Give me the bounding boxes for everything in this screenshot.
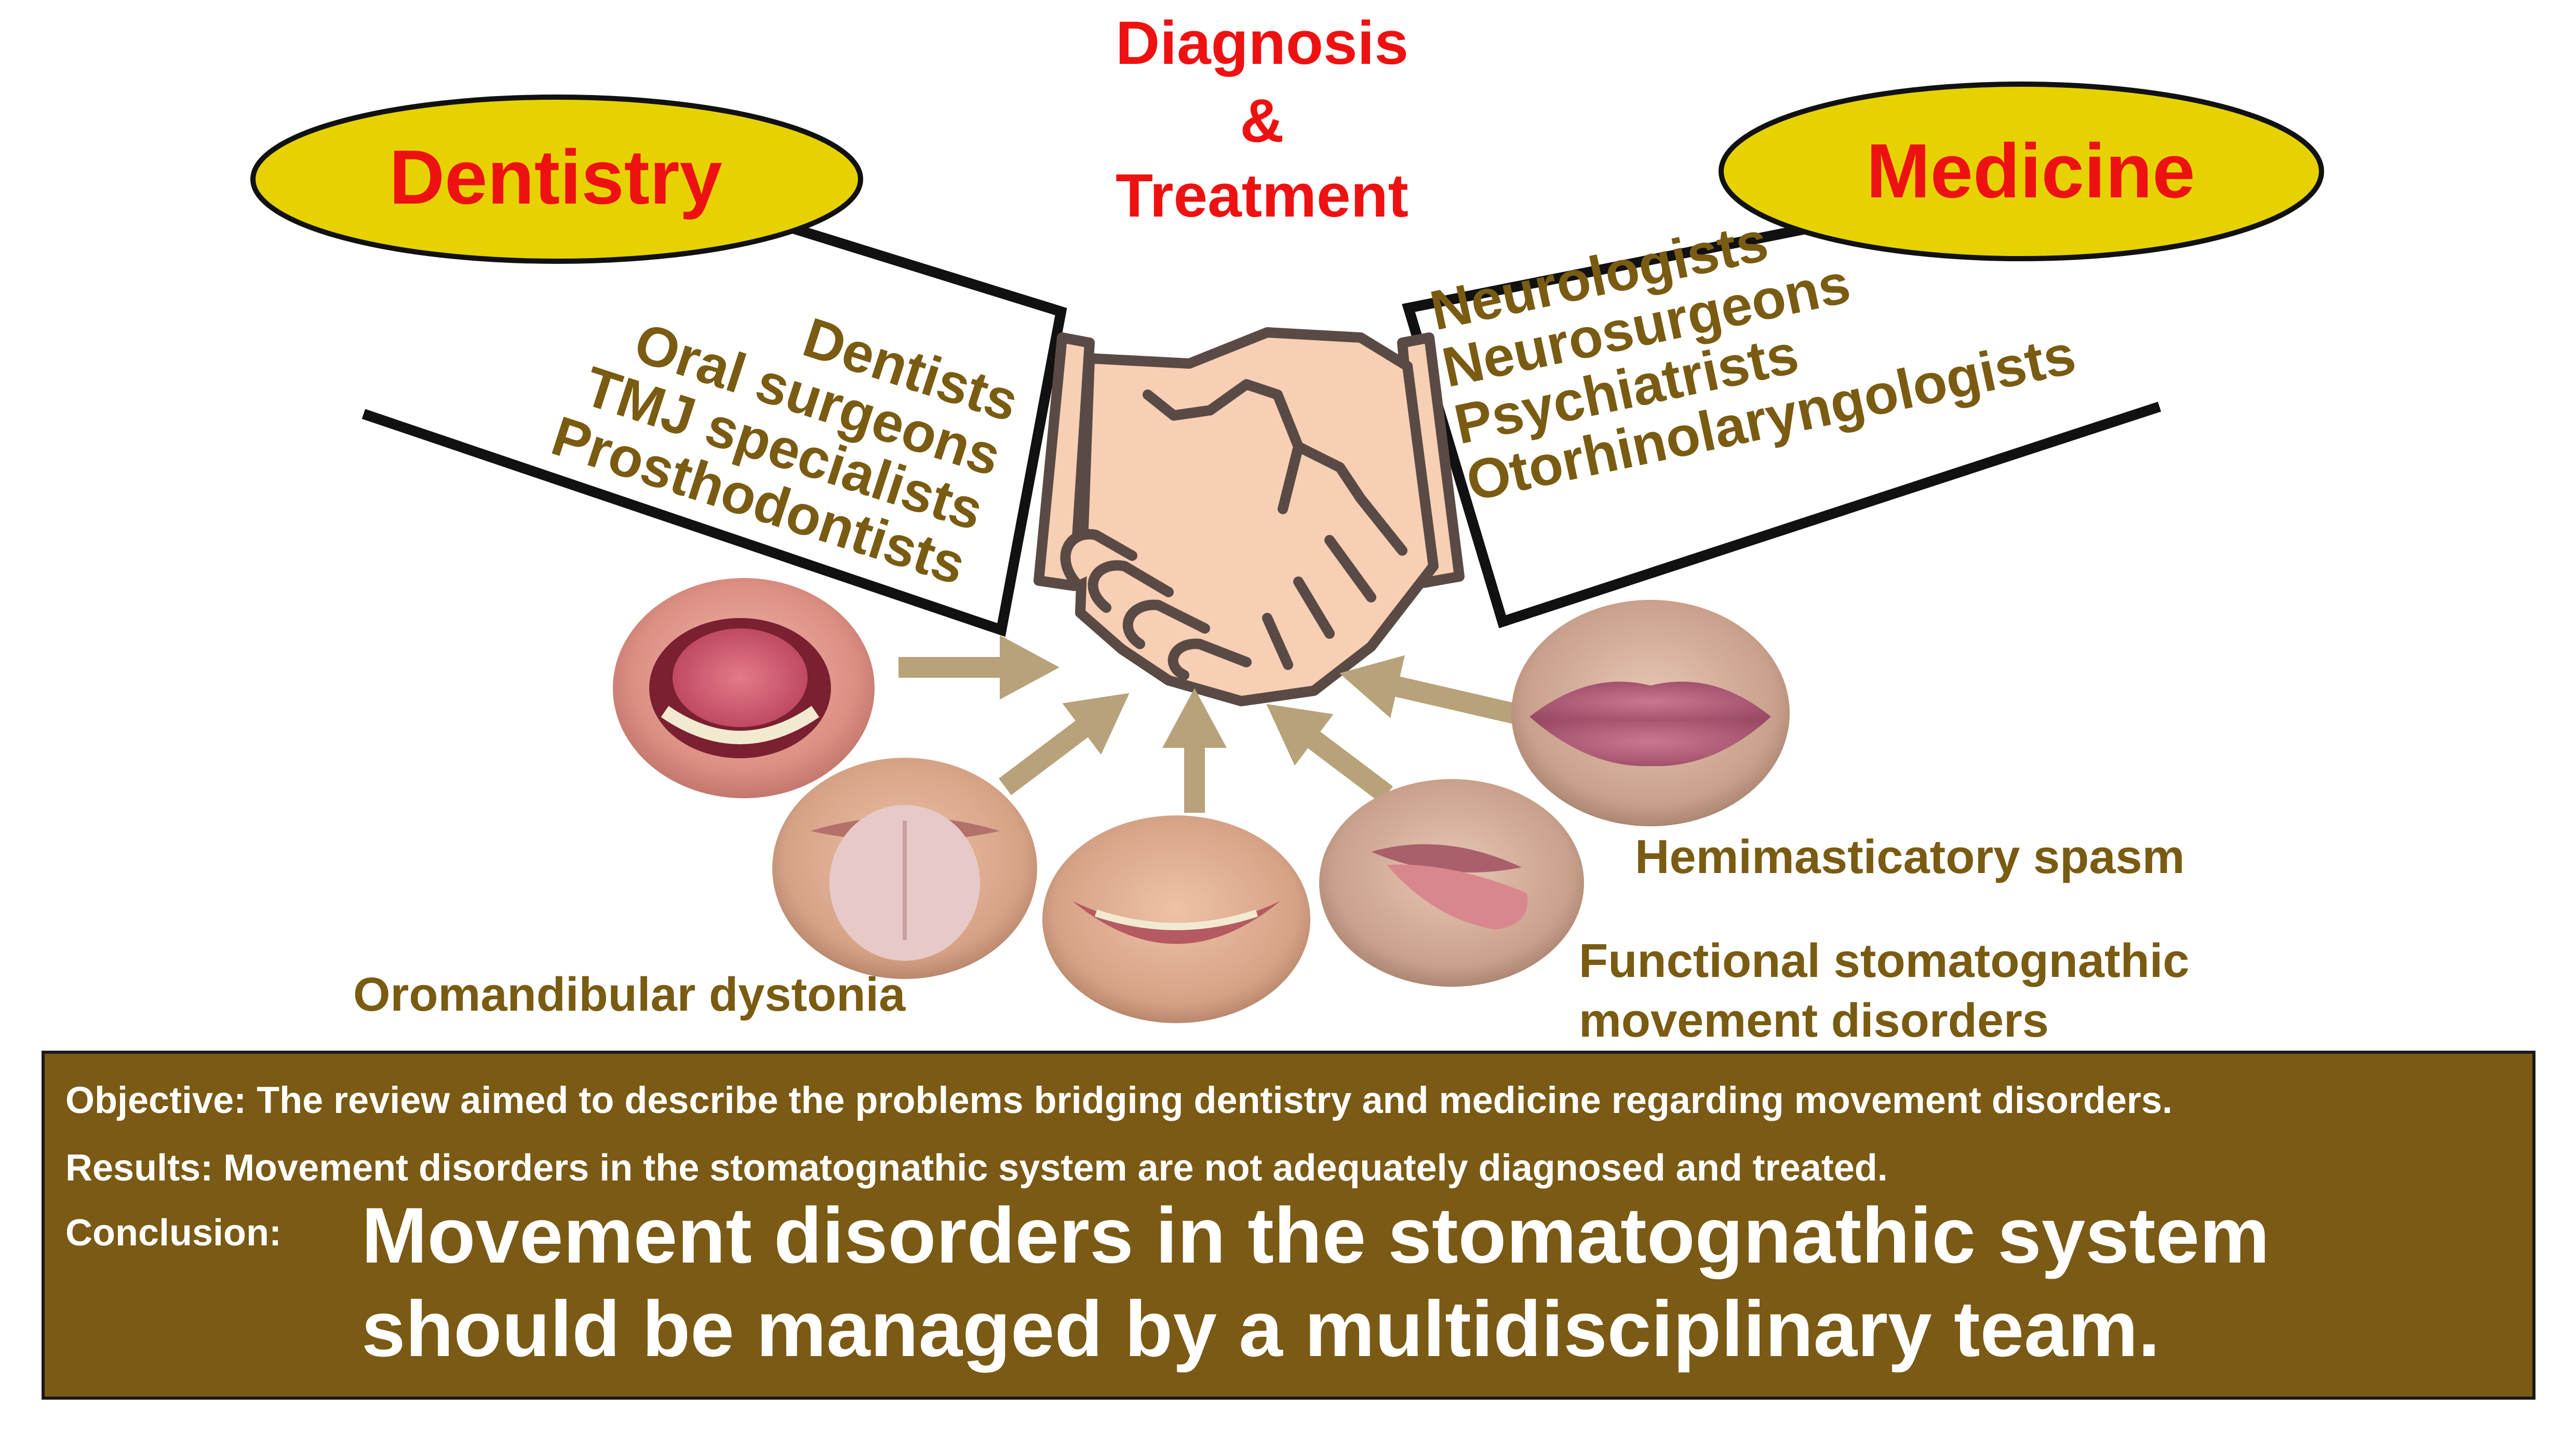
- arrow-from-protrusion-photo: [998, 693, 1130, 795]
- arrow-from-tongue-photo: [898, 635, 1059, 700]
- label-functional-line1: Functional stomatognathic: [1579, 934, 2190, 987]
- summary-panel: Objective: The review aimed to describe …: [42, 1051, 2535, 1400]
- medicine-card: [1402, 200, 2162, 628]
- arrows: [898, 635, 1519, 813]
- dentistry-card: [361, 173, 1067, 637]
- handshake-icon: [1034, 327, 1465, 706]
- label-oromandibular-dystonia: Oromandibular dystonia: [353, 968, 906, 1021]
- conclusion-line1: Movement disorders in the stomatognathic…: [361, 1191, 2270, 1280]
- header-treatment: Treatment: [1116, 162, 1408, 230]
- conclusion-label: Conclusion:: [65, 1212, 281, 1254]
- mouth-photo-tongue-protrusion: [772, 758, 1037, 979]
- arrow-from-tongue-side-photo: [1266, 704, 1393, 803]
- label-hemimasticatory-spasm: Hemimasticatory spasm: [1635, 830, 2185, 883]
- medicine-title: Medicine: [1866, 128, 2195, 214]
- conclusion-line2: should be managed by a multidisciplinary…: [361, 1285, 2161, 1373]
- header-diagnosis: Diagnosis: [1116, 9, 1408, 77]
- arrow-from-lips-photo: [1339, 655, 1519, 725]
- results-text: Results: Movement disorders in the stoma…: [65, 1147, 1888, 1189]
- label-functional-line2: movement disorders: [1579, 994, 2049, 1047]
- medicine-ellipse: [1719, 82, 2324, 261]
- header-ampersand: &: [1240, 87, 1284, 155]
- dentistry-ellipse: [250, 95, 863, 264]
- arrow-from-smile-photo: [1162, 688, 1227, 813]
- mouth-photo-tongue-elevation: [613, 578, 875, 798]
- mouth-photo-lips: [1511, 600, 1790, 826]
- mouth-photo-smile: [1042, 815, 1310, 1023]
- objective-text: Objective: The review aimed to describe …: [65, 1080, 2172, 1121]
- mouth-photo-tongue-lateral: [1319, 779, 1584, 987]
- dentistry-title: Dentistry: [389, 135, 722, 220]
